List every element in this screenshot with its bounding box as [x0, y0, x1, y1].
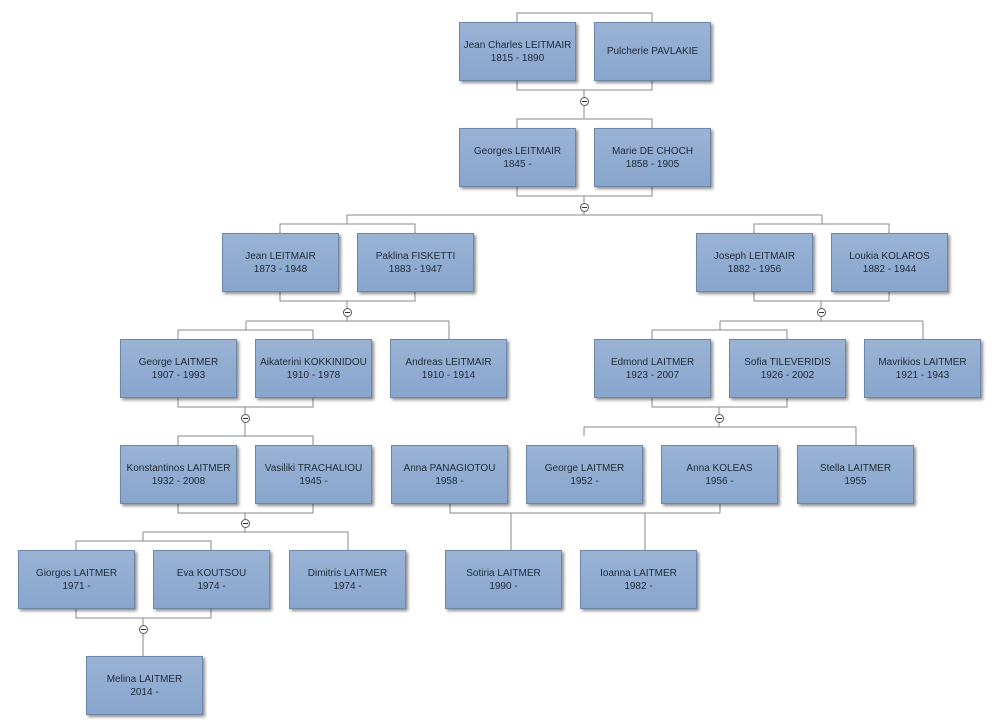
person-dates: 1956 - [705, 475, 734, 487]
person-name: Ioanna LAITMER [600, 567, 677, 579]
person-name: Georges LEITMAIR [473, 145, 562, 157]
person-melina-laitmer[interactable]: Melina LAITMER 2014 - [86, 656, 203, 715]
person-dates: 1907 - 1993 [151, 369, 206, 381]
person-anna-panagiotou[interactable]: Anna PANAGIOTOU 1958 - [391, 445, 508, 504]
collapse-toggle-icon[interactable] [580, 97, 589, 106]
person-dimitris-laitmer[interactable]: Dimitris LAITMER 1974 - [289, 550, 406, 609]
person-jean-charles-leitmair[interactable]: Jean Charles LEITMAIR 1815 - 1890 [459, 22, 576, 81]
person-marie-de-choch[interactable]: Marie DE CHOCH 1858 - 1905 [594, 128, 711, 187]
person-sofia-tileveridis[interactable]: Sofia TILEVERIDIS 1926 - 2002 [729, 339, 846, 398]
person-joseph-leitmair[interactable]: Joseph LEITMAIR 1882 - 1956 [696, 233, 813, 292]
person-name: Anna KOLEAS [686, 462, 753, 474]
person-name: George LAITMER [138, 356, 219, 368]
person-eva-koutsou[interactable]: Eva KOUTSOU 1974 - [153, 550, 270, 609]
person-dates: 1921 - 1943 [895, 369, 950, 381]
person-name: Joseph LEITMAIR [713, 250, 796, 262]
person-name: Dimitris LAITMER [307, 567, 388, 579]
person-name: Marie DE CHOCH [611, 145, 694, 157]
collapse-toggle-icon[interactable] [241, 519, 250, 528]
person-edmond-laitmer[interactable]: Edmond LAITMER 1923 - 2007 [594, 339, 711, 398]
person-dates: 1910 - 1914 [421, 369, 476, 381]
collapse-toggle-icon[interactable] [241, 414, 250, 423]
person-name: Jean Charles LEITMAIR [463, 39, 572, 51]
person-jean-leitmair[interactable]: Jean LEITMAIR 1873 - 1948 [222, 233, 339, 292]
collapse-toggle-icon[interactable] [817, 308, 826, 317]
connector-line [516, 81, 653, 91]
person-name: Loukia KOLAROS [849, 250, 930, 262]
person-dates: 1974 - [197, 580, 226, 592]
person-name: Andreas LEITMAIR [405, 356, 492, 368]
person-dates: 1858 - 1905 [625, 158, 680, 170]
person-name: Konstantinos LAITMER [126, 462, 231, 474]
person-dates: 1882 - 1944 [862, 263, 917, 275]
person-dates: 1955 [844, 475, 867, 487]
connector-line [449, 504, 721, 514]
connector-line [177, 398, 314, 408]
person-name: George LAITMER [544, 462, 625, 474]
person-konstantinos-laitmer[interactable]: Konstantinos LAITMER 1932 - 2008 [120, 445, 237, 504]
collapse-toggle-icon[interactable] [139, 625, 148, 634]
person-paklina-fisketti[interactable]: Paklina FISKETTI 1883 - 1947 [357, 233, 474, 292]
connector-line [279, 292, 416, 302]
person-name: Vasiliki TRACHALIOU [264, 462, 363, 474]
person-aikaterini-kokkinidou[interactable]: Aikaterini KOKKINIDOU 1910 - 1978 [255, 339, 372, 398]
person-name: Paklina FISKETTI [375, 250, 456, 262]
person-dates: 1945 - [299, 475, 328, 487]
person-name: Jean LEITMAIR [245, 250, 316, 262]
person-anna-koleas[interactable]: Anna KOLEAS 1956 - [661, 445, 778, 504]
person-dates: 1971 - [62, 580, 91, 592]
person-dates: 1923 - 2007 [625, 369, 680, 381]
person-name: Edmond LAITMER [610, 356, 695, 368]
person-dates: 1958 - [435, 475, 464, 487]
person-name: Pulcherie PAVLAKIE [606, 46, 699, 57]
collapse-toggle-icon[interactable] [343, 308, 352, 317]
person-name: Sotiria LAITMER [466, 567, 541, 579]
person-name: Eva KOUTSOU [176, 567, 247, 579]
person-name: Anna PANAGIOTOU [403, 462, 496, 474]
person-dates: 1932 - 2008 [151, 475, 206, 487]
person-dates: 1990 - [489, 580, 518, 592]
person-dates: 1845 - [503, 158, 532, 170]
person-mavrikios-laitmer[interactable]: Mavrikios LAITMER 1921 - 1943 [864, 339, 981, 398]
person-dates: 1873 - 1948 [253, 263, 308, 275]
person-dates: 1883 - 1947 [388, 263, 443, 275]
person-dates: 1815 - 1890 [490, 52, 545, 64]
person-dates: 1982 - [624, 580, 653, 592]
person-pulcherie-pavlakie[interactable]: Pulcherie PAVLAKIE [594, 22, 711, 81]
person-name: Aikaterini KOKKINIDOU [260, 356, 367, 368]
connector-line [516, 187, 653, 197]
person-name: Giorgos LAITMER [35, 567, 118, 579]
collapse-toggle-icon[interactable] [715, 414, 724, 423]
person-george-laitmer-1907[interactable]: George LAITMER 1907 - 1993 [120, 339, 237, 398]
collapse-toggle-icon[interactable] [580, 203, 589, 212]
person-giorgos-laitmer[interactable]: Giorgos LAITMER 1971 - [18, 550, 135, 609]
person-stella-laitmer[interactable]: Stella LAITMER 1955 [797, 445, 914, 504]
person-dates: 1910 - 1978 [286, 369, 341, 381]
person-dates: 1926 - 2002 [760, 369, 815, 381]
person-ioanna-laitmer[interactable]: Ioanna LAITMER 1982 - [580, 550, 697, 609]
person-dates: 1974 - [333, 580, 362, 592]
connector-line [516, 12, 653, 23]
person-dates: 1882 - 1956 [727, 263, 782, 275]
person-georges-leitmair[interactable]: Georges LEITMAIR 1845 - [459, 128, 576, 187]
connector-line [177, 504, 314, 514]
person-vasiliki-trachaliou[interactable]: Vasiliki TRACHALIOU 1945 - [255, 445, 372, 504]
connector-line [651, 398, 788, 408]
connector-line [75, 609, 212, 619]
person-name: Melina LAITMER [106, 673, 183, 685]
person-dates: 1952 - [570, 475, 599, 487]
person-george-laitmer-1952[interactable]: George LAITMER 1952 - [526, 445, 643, 504]
person-andreas-leitmair[interactable]: Andreas LEITMAIR 1910 - 1914 [390, 339, 507, 398]
person-name: Stella LAITMER [819, 462, 892, 474]
person-sotiria-laitmer[interactable]: Sotiria LAITMER 1990 - [445, 550, 562, 609]
person-loukia-kolaros[interactable]: Loukia KOLAROS 1882 - 1944 [831, 233, 948, 292]
person-name: Mavrikios LAITMER [878, 356, 967, 368]
person-dates: 2014 - [130, 686, 159, 698]
connector-line [753, 292, 890, 302]
person-name: Sofia TILEVERIDIS [744, 356, 831, 368]
connector-line [516, 118, 653, 129]
